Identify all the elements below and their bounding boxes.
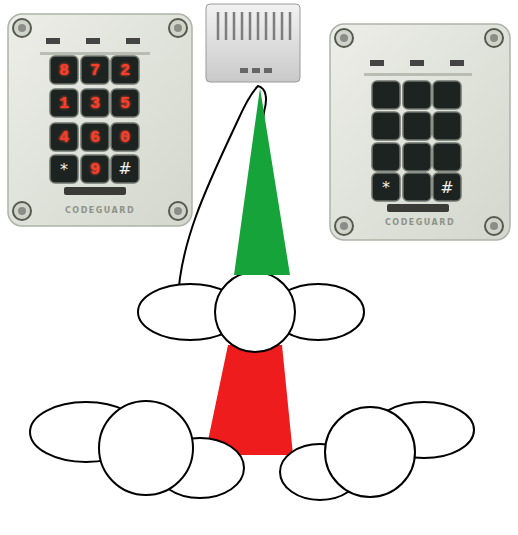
key-digit: 8 [59, 62, 69, 79]
person-right [280, 402, 474, 500]
key-digit: 1 [59, 95, 69, 112]
key-digit: 0 [120, 129, 130, 146]
key-digit: 4 [59, 129, 69, 146]
key-digit: 9 [90, 161, 100, 178]
key-digit: 3 [90, 95, 100, 112]
key-digit: 7 [90, 62, 100, 79]
brand-name: CODEGUARD [65, 207, 135, 215]
key-digit: 6 [90, 129, 100, 146]
key-symbol: # [440, 180, 453, 196]
keypad-lit [8, 14, 192, 226]
key-digit: 5 [120, 95, 130, 112]
key-symbol: * [60, 162, 68, 178]
person-top [138, 86, 364, 352]
brand-name: CODEGUARD [385, 219, 455, 227]
person-left [30, 401, 244, 498]
green-beam [234, 88, 290, 275]
key-digit: 2 [120, 62, 130, 79]
red-beam [205, 345, 293, 455]
keypad-dark [330, 24, 510, 240]
key-symbol: # [118, 161, 131, 177]
sensor-box [206, 4, 300, 82]
key-symbol: * [382, 180, 390, 196]
